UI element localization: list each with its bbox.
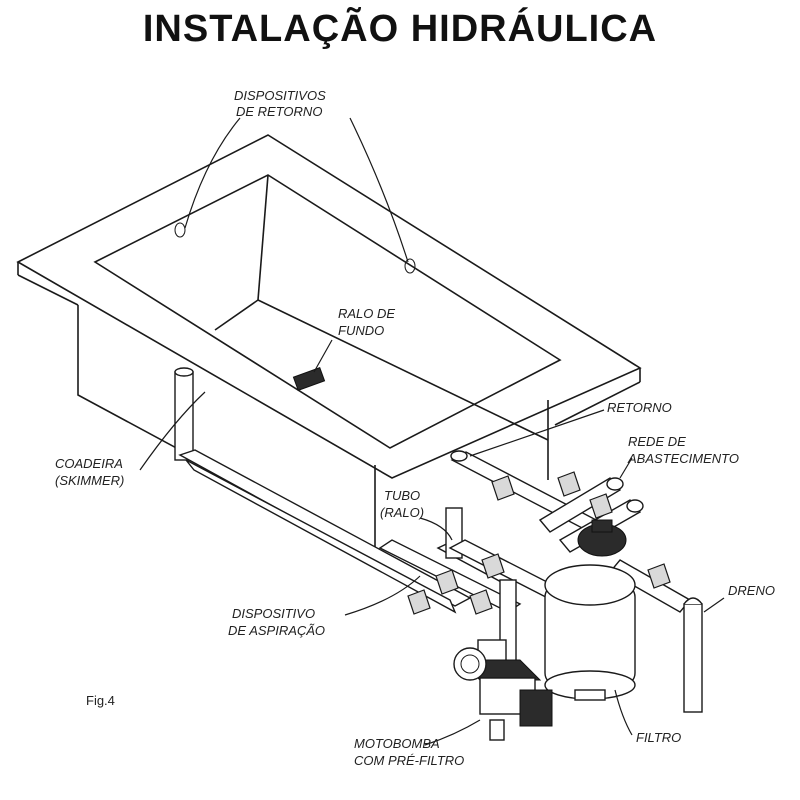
label-retorno: RETORNO: [607, 400, 672, 415]
pump: [453, 639, 553, 741]
pump-motor: [519, 689, 553, 727]
label-motobomba: MOTOBOMBA COM PRÉ-FILTRO: [354, 736, 464, 768]
return-fitting-left: [174, 222, 186, 238]
label-filtro: FILTRO: [636, 730, 681, 745]
label-coadeira: COADEIRA (SKIMMER): [55, 456, 126, 488]
label-dispositivos-de-retorno: DISPOSITIVOS DE RETORNO: [234, 88, 329, 119]
pool-deck-outline: [16, 134, 642, 479]
return-fitting-right: [404, 258, 416, 274]
figure-label: Fig.4: [86, 693, 115, 708]
label-dreno: DRENO: [728, 583, 775, 598]
label-dispositivo-de-aspiracao: DISPOSITIVO DE ASPIRAÇÃO: [228, 606, 325, 638]
valve-3: [469, 589, 493, 615]
page-title: INSTALAÇÃO HIDRÁULICA: [142, 8, 658, 50]
bottom-drain: [292, 366, 326, 392]
valve-2: [435, 569, 459, 595]
sand-filter: [544, 519, 636, 701]
label-rede-de-abastecimento: REDE DE ABASTECIMENTO: [627, 434, 739, 466]
return-piping: [450, 450, 703, 713]
valve-4: [481, 553, 505, 579]
labels: DISPOSITIVOS DE RETORNO RALO DE FUNDO RE…: [55, 88, 775, 768]
skimmer-piping: [174, 367, 472, 614]
valve-1: [407, 589, 431, 615]
label-tubo-ralo: TUBO (RALO): [380, 488, 424, 520]
pool-opening: [93, 174, 562, 449]
label-ralo-de-fundo: RALO DE FUNDO: [338, 306, 399, 338]
leader-lines: [139, 117, 725, 746]
